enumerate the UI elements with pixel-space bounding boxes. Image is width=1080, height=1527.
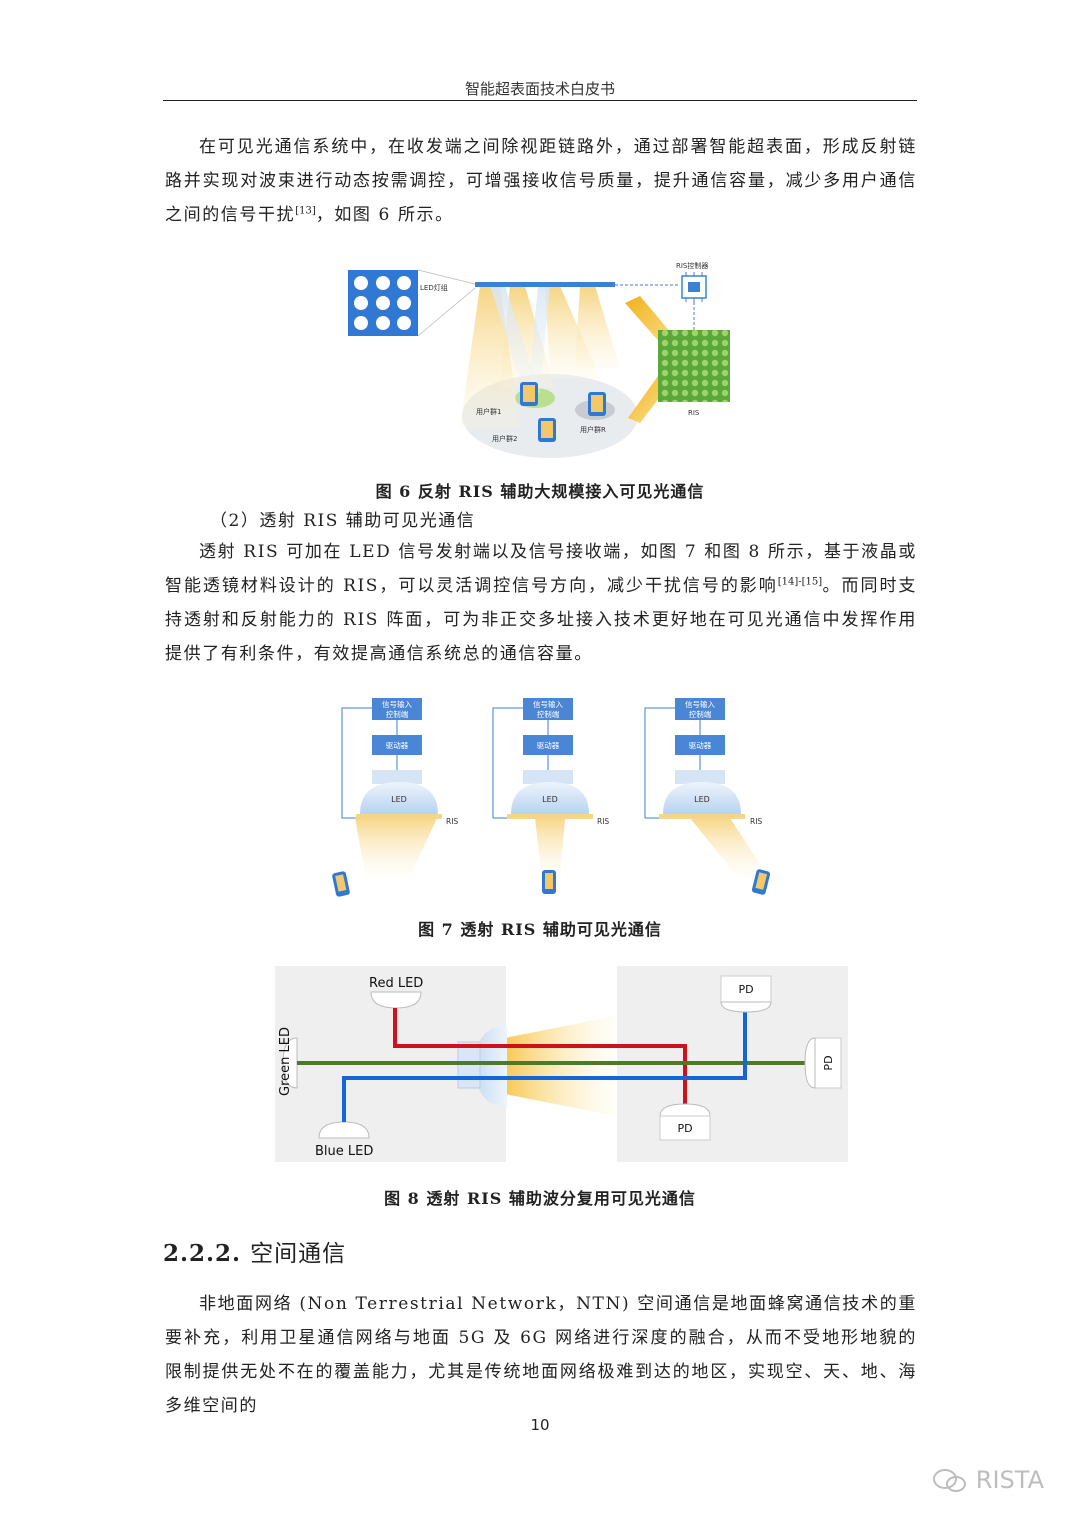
led-label: LED — [694, 795, 710, 804]
ris-label: RIS — [597, 817, 609, 826]
chip-icon — [681, 272, 707, 302]
signal-input-label-2: 控制端 — [537, 709, 560, 719]
subheading-transmissive-ris: （2）透射 RIS 辅助可见光通信 — [210, 511, 476, 531]
user-group-1-label: 用户群1 — [476, 407, 501, 416]
phone-icon — [751, 869, 771, 895]
ris-panel — [658, 330, 730, 402]
figure-7-unit-2: 信号输入 控制端 驱动器 LED RIS — [492, 698, 609, 894]
pd-label-right: PD — [822, 1055, 835, 1070]
ris-controller-label: RIS控制器 — [676, 261, 708, 270]
led-bar — [475, 282, 615, 287]
paragraph-1-tail: ，如图 6 所示。 — [315, 205, 454, 225]
signal-input-label: 信号输入 — [533, 699, 563, 709]
led-group-label: LED灯组 — [420, 283, 448, 292]
paragraph-3: 非地面网络 (Non Terrestrial Network，NTN) 空间通信… — [165, 1287, 917, 1423]
figure-7-unit-1: 信号输入 控制端 驱动器 LED RIS — [332, 698, 458, 897]
blue-led-label: Blue LED — [315, 1144, 373, 1159]
paragraph-2-text: 透射 RIS 可加在 LED 信号发射端以及信号接收端，如图 7 和图 8 所示… — [165, 542, 917, 596]
phone-icon — [332, 871, 350, 897]
signal-input-label-2: 控制端 — [386, 709, 409, 719]
phone-icon — [542, 870, 556, 894]
led-label: LED — [542, 795, 558, 804]
figure-8-diagram: Red LED Green LED Blue LED PD PD PD — [275, 966, 848, 1162]
user-group-r-label: 用户群R — [580, 425, 606, 434]
pd-label-top: PD — [738, 983, 753, 996]
paragraph-2: 透射 RIS 可加在 LED 信号发射端以及信号接收端，如图 7 和图 8 所示… — [165, 535, 917, 671]
figure-7-diagram: 信号输入 控制端 驱动器 LED RIS 信号输入 控制端 驱动器 LED RI… — [332, 698, 771, 897]
phone-icon — [588, 392, 606, 416]
led-array-icon — [348, 270, 418, 336]
signal-input-label: 信号输入 — [685, 699, 715, 709]
driver-label: 驱动器 — [689, 740, 712, 750]
header-rule — [163, 100, 917, 101]
citation-14-15: [14]-[15] — [777, 576, 823, 588]
paragraph-2-tail: 。而同时支持透射和反射能力的 RIS 阵面，可为非正交多址接入技术更好地在可见光… — [165, 576, 918, 664]
signal-input-label-2: 控制端 — [689, 709, 712, 719]
ris-label: RIS — [750, 817, 762, 826]
driver-label: 驱动器 — [537, 740, 560, 750]
figure-6-diagram: LED灯组 RIS控制器 RIS 用户群1 用户群R 用户群2 — [348, 261, 730, 458]
paragraph-3-text: 非地面网络 (Non Terrestrial Network，NTN) 空间通信… — [165, 1294, 917, 1416]
page-number: 10 — [530, 1416, 550, 1434]
watermark-text: RISTA — [975, 1466, 1044, 1494]
paragraph-1: 在可见光通信系统中，在收发端之间除视距链路外，通过部署智能超表面，形成反射链路并… — [165, 130, 917, 232]
paragraph-1-text: 在可见光通信系统中，在收发端之间除视距链路外，通过部署智能超表面，形成反射链路并… — [165, 137, 917, 225]
red-led-label: Red LED — [369, 976, 423, 991]
pd-label-bottom: PD — [677, 1122, 692, 1135]
chat-bubble-icon — [933, 1469, 967, 1492]
ris-label: RIS — [688, 409, 700, 417]
user-group-2-label: 用户群2 — [492, 434, 517, 443]
led-label: LED — [391, 795, 407, 804]
section-number: 2.2.2. — [163, 1240, 242, 1267]
green-led-label: Green LED — [278, 1027, 293, 1096]
phone-icon — [520, 382, 538, 406]
signal-input-label: 信号输入 — [382, 699, 412, 709]
watermark: RISTA — [932, 1466, 1044, 1494]
figure-6-caption: 图 6 反射 RIS 辅助大规模接入可见光通信 — [375, 482, 705, 501]
figure-8-caption: 图 8 透射 RIS 辅助波分复用可见光通信 — [384, 1189, 696, 1208]
driver-label: 驱动器 — [386, 740, 409, 750]
phone-icon — [538, 418, 556, 442]
ris-label: RIS — [446, 817, 458, 826]
section-heading: 2.2.2. 空间通信 — [163, 1234, 346, 1268]
running-header: 智能超表面技术白皮书 — [464, 80, 615, 98]
blue-signal-line — [342, 1010, 747, 1122]
figure-7-unit-3: 信号输入 控制端 驱动器 LED RIS — [644, 698, 771, 895]
citation-13: [13] — [295, 205, 316, 217]
figure-7-caption: 图 7 透射 RIS 辅助可见光通信 — [418, 920, 662, 939]
section-title: 空间通信 — [250, 1241, 347, 1267]
